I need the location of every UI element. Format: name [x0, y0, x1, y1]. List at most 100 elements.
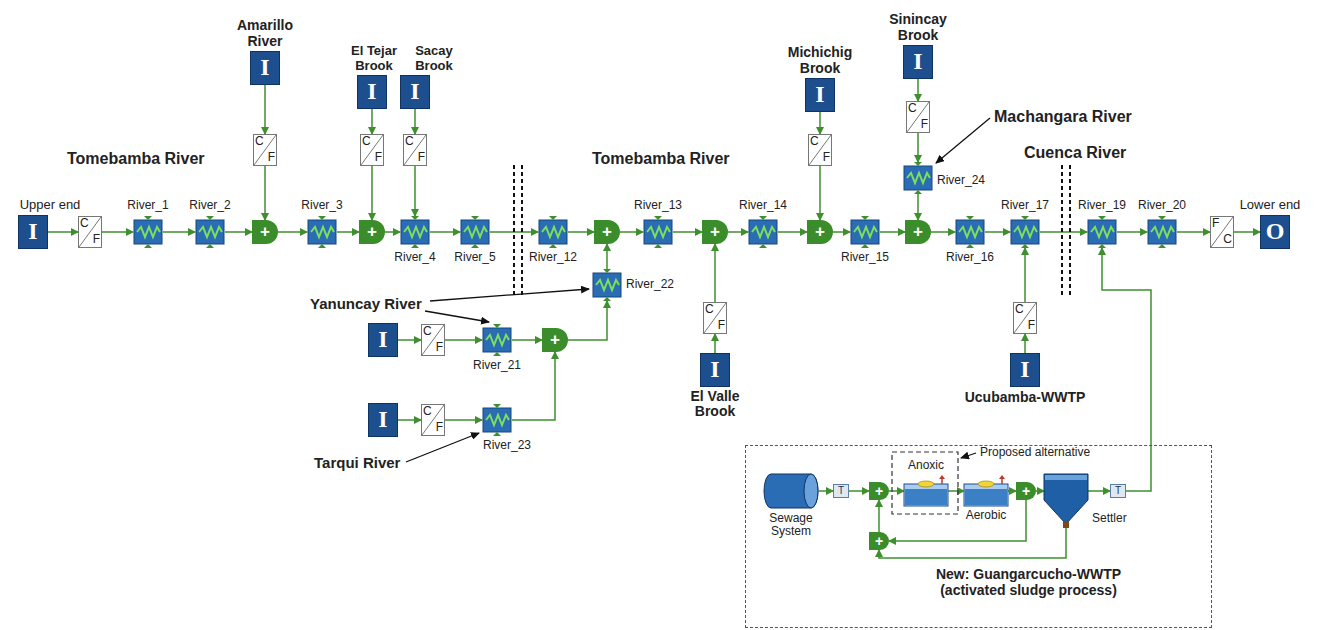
block-glyph: I	[710, 356, 719, 384]
converter-letter: F	[418, 151, 425, 165]
river-reach-block: River_17	[1010, 216, 1040, 248]
river-reach-block: River_4	[400, 216, 430, 248]
river-icon	[903, 162, 933, 194]
break-line	[513, 165, 515, 295]
diagonal-line	[254, 135, 276, 165]
flow-connector	[264, 85, 266, 134]
block-glyph: I	[1020, 356, 1029, 384]
converter-letter: F	[718, 319, 725, 333]
tank-icon	[904, 476, 948, 506]
port-marker	[318, 244, 326, 248]
flow-connector	[819, 166, 821, 220]
converter-letter: F	[93, 233, 100, 247]
source-name: Sinincay Brook	[885, 12, 951, 43]
river-reach-block: River_21	[482, 324, 512, 356]
flow-connector	[714, 334, 716, 353]
river-icon	[400, 216, 430, 248]
block-label: River_24	[937, 174, 985, 188]
river-wave	[752, 227, 775, 237]
river-body	[1088, 220, 1116, 244]
reactor-tank: Aerobic	[964, 476, 1008, 506]
settler-label: Settler	[1092, 512, 1127, 526]
block-label: River_23	[483, 439, 531, 453]
river-wave	[596, 280, 619, 290]
river-reach-block: River_24	[903, 162, 933, 194]
combiner-sign: +	[550, 330, 560, 350]
leader-line	[936, 118, 990, 163]
flow-connector	[1040, 231, 1087, 233]
tank-water	[905, 489, 947, 505]
combiner-sign: +	[913, 222, 923, 242]
river-icon	[482, 324, 512, 356]
river-wave	[907, 173, 930, 183]
transformer-block: T	[1110, 484, 1126, 498]
converter-letter: C	[1015, 303, 1024, 317]
river-reach-block: River_5	[460, 216, 490, 248]
converter-letter: C	[1223, 233, 1232, 247]
river-body	[1011, 220, 1039, 244]
combiner-block: +	[905, 220, 931, 244]
input-block: I	[368, 403, 398, 437]
flow-connector	[620, 231, 643, 233]
converter-block: CF	[1013, 302, 1037, 334]
flow-connector	[1024, 248, 1026, 302]
settler-body	[1044, 474, 1088, 524]
converter-letter: F	[1028, 319, 1035, 333]
output-block: Lower endO	[1260, 215, 1290, 249]
combiner-block: +	[1016, 482, 1036, 500]
source-name: El Tejar Brook	[346, 44, 402, 73]
input-block: El Tejar BrookI	[357, 75, 387, 109]
river-icon	[955, 216, 985, 248]
river-body	[539, 220, 567, 244]
input-block: IEl Valle Brook	[700, 353, 730, 387]
flow-connector	[1008, 490, 1016, 492]
flow-connector	[414, 109, 416, 134]
block-label: River_16	[946, 251, 994, 265]
tank-label: Anoxic	[908, 459, 944, 473]
port-marker	[1158, 216, 1166, 220]
break-line	[1061, 165, 1063, 295]
flow-connector	[880, 231, 905, 233]
section-label: Machangara River	[992, 108, 1134, 126]
flow-connector	[512, 339, 542, 341]
flow-connector	[819, 490, 833, 492]
diagonal-line	[404, 135, 426, 165]
input-block: IUcubamba-WWTP	[1010, 353, 1040, 387]
flow-connector	[1177, 231, 1210, 233]
diagonal-line	[361, 135, 383, 165]
combiner-sign: +	[710, 222, 720, 242]
river-wave	[542, 227, 565, 237]
port-marker	[493, 352, 501, 356]
flow-connector	[948, 490, 964, 492]
river-icon	[748, 216, 778, 248]
block-label: River_12	[529, 251, 577, 265]
port-marker	[471, 244, 479, 248]
river-reach-block: River_20	[1147, 216, 1177, 248]
river-body	[956, 220, 984, 244]
river-icon	[643, 216, 673, 248]
transformer-letter: T	[1115, 485, 1121, 497]
block-glyph: I	[378, 326, 387, 354]
river-reach-block: River_19	[1087, 216, 1117, 248]
combiner-block: +	[252, 220, 278, 244]
converter-letter: F	[436, 341, 443, 355]
flow-connector	[1024, 334, 1026, 353]
input-block: Michichig BrookI	[805, 78, 835, 112]
port-marker	[1098, 216, 1106, 220]
flow-connector	[1088, 490, 1110, 492]
river-body	[196, 220, 224, 244]
diagonal-line	[422, 405, 444, 435]
river-icon	[482, 404, 512, 436]
combiner-block: +	[594, 220, 620, 244]
flow-connector	[225, 231, 252, 233]
flow-connector	[917, 133, 919, 162]
converter-letter: C	[810, 135, 819, 149]
port-marker	[654, 244, 662, 248]
leader-line	[406, 433, 479, 462]
river-reach-block: River_14	[748, 216, 778, 248]
vent-head	[999, 475, 1005, 479]
block-glyph: O	[1266, 218, 1285, 246]
converter-letter: C	[255, 135, 264, 149]
